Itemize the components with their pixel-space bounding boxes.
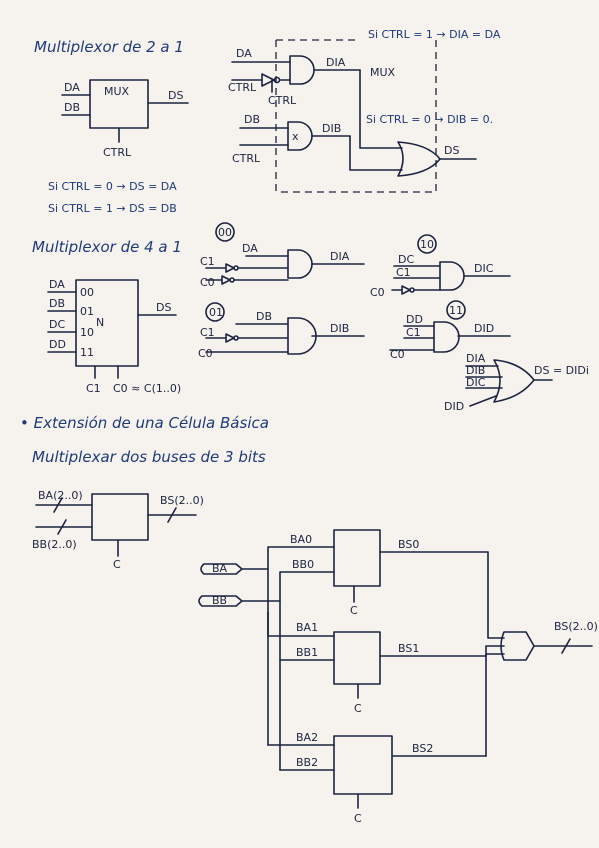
- cell-1-s: BS1: [398, 642, 419, 655]
- gate-01-c1: C1: [200, 326, 215, 339]
- bus-cell-1: [333, 631, 505, 699]
- gate-11-out: DID: [474, 322, 494, 335]
- mux4-input-3: DD: [49, 338, 66, 351]
- mux2-impl-frame: [275, 39, 437, 193]
- and-gate-01: [205, 302, 365, 355]
- and-gate-10: [391, 234, 511, 295]
- gate-01-code: 01: [209, 306, 223, 319]
- gate-01-out: DIB: [330, 322, 349, 335]
- gate-11-c0: C0: [390, 348, 405, 361]
- mux4-c0-eq: C0 ≈ C(1..0): [113, 382, 181, 395]
- gate-00-code: 00: [218, 226, 232, 239]
- cell-0-b: BB0: [292, 558, 314, 571]
- mux2-impl-ctrl-a: CTRL: [228, 81, 257, 94]
- or4-in-2: DIC: [466, 376, 486, 389]
- and-gate-a: [231, 55, 361, 93]
- gate-01-data: DB: [256, 310, 272, 323]
- mux4-block: [47, 279, 177, 379]
- mux2-rule-2: Si CTRL = 1 → DS = DB: [48, 202, 177, 215]
- bb-connector-label: BB: [212, 594, 227, 607]
- cell-1-b: BB1: [296, 646, 318, 659]
- bus-ba: BA(2..0): [38, 489, 83, 502]
- mux2-impl-in-b: DB: [244, 113, 260, 126]
- mux4-input-2: DC: [49, 318, 65, 331]
- bb-connector: [198, 571, 335, 771]
- bus-mux-block: [35, 493, 197, 557]
- mux2-impl-note-mid: Si CTRL = 0 → DIB = 0.: [366, 113, 493, 126]
- or-gate-2: [349, 69, 477, 177]
- mux2-impl-note-top: Si CTRL = 1 → DIA = DA: [368, 28, 501, 41]
- mux2-input-b: DB: [64, 101, 80, 114]
- cell-2-a: BA2: [296, 731, 318, 744]
- gate-01-c0: C0: [198, 347, 213, 360]
- bus-cell-2: [333, 653, 505, 809]
- gate-11-data: DD: [406, 313, 423, 326]
- mux2-title: Multiplexor de 2 a 1: [34, 38, 184, 56]
- or4-in-1: DIB: [466, 364, 485, 377]
- mux4-output: DS: [156, 301, 171, 314]
- cell-0-a: BA0: [290, 533, 312, 546]
- cell-1-c: C: [354, 702, 362, 715]
- mux4-code-3: 11: [80, 346, 94, 359]
- and-gate-11: [389, 300, 511, 353]
- bus-bb: BB(2..0): [32, 538, 77, 551]
- cell-1-a: BA1: [296, 621, 318, 634]
- gate-00-out: DIA: [330, 250, 350, 263]
- cell-2-b: BB2: [296, 756, 318, 769]
- mux4-code-1: 01: [80, 305, 94, 318]
- mux2-impl-out-a: DIA: [326, 56, 346, 69]
- ba-connector: [200, 546, 335, 746]
- and-gate-b: [239, 121, 351, 151]
- gate-00-c1: C1: [200, 255, 215, 268]
- mux2-impl-in-a: DA: [236, 47, 252, 60]
- mux4-input-0: DA: [49, 278, 65, 291]
- mux2-impl-out-b: DIB: [322, 122, 341, 135]
- or-gate-4: [465, 359, 553, 407]
- bus-cell-0: [333, 529, 505, 639]
- mux4-center-label: N: [96, 316, 104, 329]
- mux2-output: DS: [168, 89, 183, 102]
- gate-10-c0: C0: [370, 286, 385, 299]
- mux4-code-0: 00: [80, 286, 94, 299]
- section-subtitle: Multiplexar dos buses de 3 bits: [32, 448, 266, 466]
- or4-out: DS = DIDi: [534, 364, 589, 377]
- bus-impl-out: BS(2..0): [554, 620, 598, 633]
- mux2-rule-1: Si CTRL = 0 → DS = DA: [48, 180, 177, 193]
- mux2-impl-ctrl-b: CTRL: [232, 152, 261, 165]
- gate-11-c1: C1: [406, 326, 421, 339]
- bus-c: C: [113, 558, 121, 571]
- mux2-impl-label: MUX: [370, 66, 396, 79]
- mux2-input-a: DA: [64, 81, 80, 94]
- mux2-block-label: MUX: [104, 85, 130, 98]
- bus-merge-connector: [500, 631, 593, 661]
- cell-2-s: BS2: [412, 742, 433, 755]
- bus-bs: BS(2..0): [160, 494, 204, 507]
- or4-in-3: DID: [444, 400, 464, 413]
- mux2-block: [61, 79, 189, 143]
- or4-in-0: DIA: [466, 352, 486, 365]
- mux4-title: Multiplexor de 4 a 1: [32, 238, 182, 256]
- cell-2-c: C: [354, 812, 362, 825]
- mux4-c1: C1: [86, 382, 101, 395]
- section-bullet: • Extensión de una Célula Básica: [20, 414, 269, 432]
- and-gate-b-mark: x: [292, 130, 299, 143]
- mux2-impl-ctrl-a-neg: CTRL: [268, 94, 297, 107]
- cell-0-s: BS0: [398, 538, 419, 551]
- gate-10-out: DIC: [474, 262, 494, 275]
- gate-00-data: DA: [242, 242, 258, 255]
- mux2-impl-out: DS: [444, 144, 459, 157]
- gate-11-code: 11: [449, 304, 463, 317]
- gate-10-data: DC: [398, 253, 414, 266]
- and-gate-00: [205, 222, 365, 285]
- mux4-code-2: 10: [80, 326, 94, 339]
- cell-0-c: C: [350, 604, 358, 617]
- gate-00-c0: C0: [200, 276, 215, 289]
- mux2-ctrl: CTRL: [103, 146, 132, 159]
- gate-10-c1: C1: [396, 266, 411, 279]
- mux4-input-1: DB: [49, 297, 65, 310]
- gate-10-code: 10: [420, 238, 434, 251]
- ba-connector-label: BA: [212, 562, 228, 575]
